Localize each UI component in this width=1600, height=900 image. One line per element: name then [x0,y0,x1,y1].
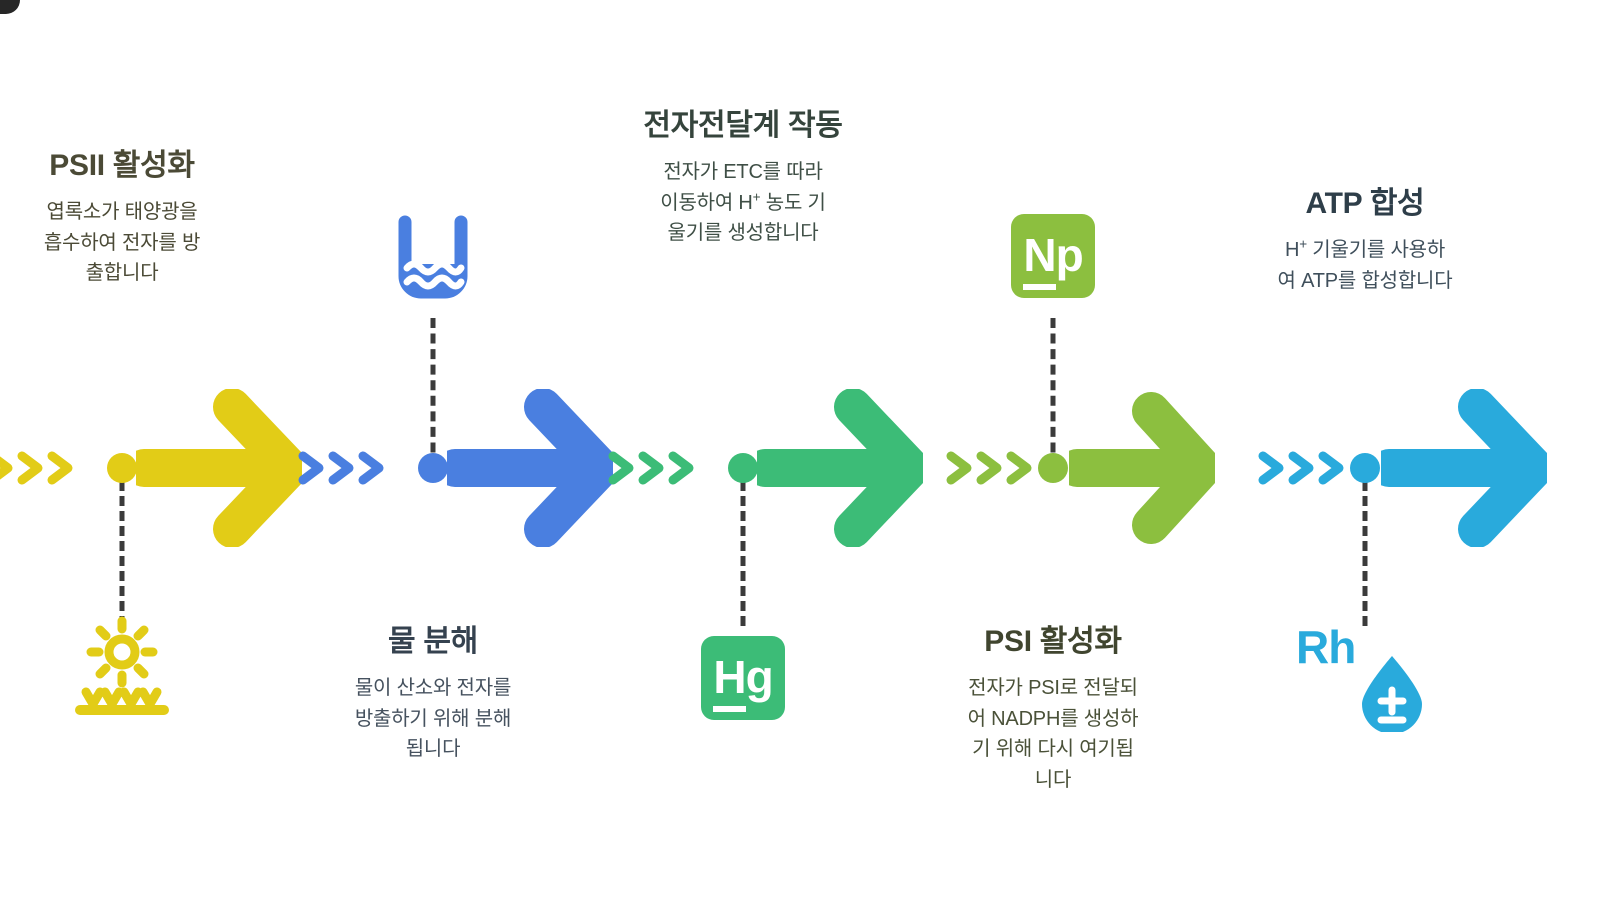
rh-label: Rh [1296,621,1356,673]
step-title: 물 분해 [388,625,478,658]
flow-arrow-icon [1381,389,1547,547]
step-title: PSI 활성화 [984,625,1122,658]
water-basin-icon [387,212,479,309]
step-title: 전자전달계 작동 [643,109,843,142]
desc-line: 이동하여 H+ 농도 기 [660,189,826,214]
connector-dashed-line [119,466,125,626]
desc-line: 니다 [1034,768,1072,791]
connector-dashed-line [430,318,436,468]
connector-dashed-line [1362,466,1368,626]
element-tile-np-icon: Np [1011,214,1095,298]
element-tile-hg-icon: Hg [701,636,785,720]
flow-arrow-icon [757,389,923,547]
desc-line: 출합니다 [85,262,159,285]
step-text-block: 전자전달계 작동 전자가 ETC를 따라 이동하여 H+ 농도 기 울기를 생성… [609,108,877,249]
desc-line: 어 NADPH를 생성하 [967,707,1139,730]
desc-line: H+ 기울기를 사용하 [1284,236,1446,262]
step-node-dot [1038,453,1068,483]
flow-arrow-icon [1069,392,1215,544]
timeline-step-electron-transport-chain[interactable]: 전자전달계 작동 전자가 ETC를 따라 이동하여 H+ 농도 기 울기를 생성… [593,0,923,900]
step-node-dot [418,453,448,483]
step-description: 전자가 ETC를 따라 이동하여 H+ 농도 기 울기를 생성합니다 [609,157,877,248]
element-symbol: Np [1023,229,1084,290]
desc-line: 흡수하여 전자를 방 [43,231,201,254]
desc-line: 전자가 ETC를 따라 [663,161,823,184]
desc-line: 물이 산소와 전자를 [354,677,512,700]
blood-drop-shape [1362,656,1422,732]
step-text-block: PSII 활성화 엽록소가 태양광을 흡수하여 전자를 방 출합니다 [0,148,256,289]
desc-line: 방출하기 위해 분해 [354,707,512,730]
step-node-dot [728,453,758,483]
chevron-triple-icon [608,451,694,485]
flow-arrow-icon [447,389,613,547]
step-text-block: ATP 합성 H+ 기울기를 사용하 여 ATP를 합성합니다 [1231,186,1499,296]
step-title: PSII 활성화 [49,149,195,182]
connector-dashed-line [740,466,746,626]
chevron-triple-icon [946,451,1032,485]
corner-artifact [0,0,20,14]
step-description: 엽록소가 태양광을 흡수하여 전자를 방 출합니다 [0,197,256,288]
step-description: 물이 산소와 전자를 방출하기 위해 분해 됩니다 [299,673,567,764]
element-symbol: Hg [713,651,774,712]
desc-line: 엽록소가 태양광을 [46,201,198,224]
timeline-step-psi-activation[interactable]: Np PSI 활성화 전자가 PSI로 전달되 어 NADPH를 생성하 [903,0,1215,900]
desc-line: 울기를 생성합니다 [667,222,819,245]
connector-dashed-line [1050,318,1056,468]
chevron-triple-icon [0,451,73,485]
sun-over-plants-icon [70,612,174,721]
desc-line: 기 위해 다시 여기됩 [972,738,1134,761]
step-text-block: 물 분해 물이 산소와 전자를 방출하기 위해 분해 됩니다 [299,624,567,765]
step-description: 전자가 PSI로 전달되 어 NADPH를 생성하 기 위해 다시 여기됩 니다 [919,673,1187,795]
desc-line: 전자가 PSI로 전달되 [968,677,1138,700]
timeline-step-water-splitting[interactable]: 물 분해 물이 산소와 전자를 방출하기 위해 분해 됩니다 [283,0,613,900]
step-description: H+ 기울기를 사용하 여 ATP를 합성합니다 [1231,235,1499,296]
step-node-dot [1350,453,1380,483]
timeline-step-psii-activation[interactable]: PSII 활성화 엽록소가 태양광을 흡수하여 전자를 방 출합니다 [0,0,302,900]
desc-line: 됩니다 [405,738,461,761]
step-node-dot [107,453,137,483]
rh-blood-drop-icon: Rh [1290,620,1440,732]
chevron-triple-icon [298,451,384,485]
desc-line: 여 ATP를 합성합니다 [1277,269,1453,292]
flow-arrow-icon [136,389,302,547]
chevron-triple-icon [1258,451,1344,485]
timeline-step-atp-synthesis[interactable]: ATP 합성 H+ 기울기를 사용하 여 ATP를 합성합니다 [1215,0,1547,900]
step-title: ATP 합성 [1305,187,1425,220]
step-text-block: PSI 활성화 전자가 PSI로 전달되 어 NADPH를 생성하 기 위해 다… [919,624,1187,795]
